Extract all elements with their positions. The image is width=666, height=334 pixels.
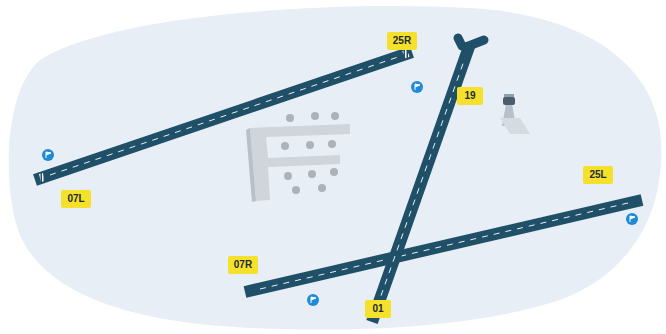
location-marker <box>42 81 638 306</box>
runway-number: 25L <box>589 169 606 181</box>
runway-label: 25L <box>583 166 612 184</box>
runway-label: 01 <box>365 300 391 318</box>
runway-number: 25R <box>393 35 411 47</box>
runway-number: 19 <box>463 90 477 102</box>
terminal-building <box>246 112 350 202</box>
runway-label: 25R <box>387 32 417 50</box>
runway-number: 07L <box>67 193 84 205</box>
airfield-ground <box>9 6 662 330</box>
runway-number: 01 <box>371 303 385 315</box>
runway-number: 07R <box>234 259 252 271</box>
runway <box>35 38 642 322</box>
control-tower <box>500 94 530 134</box>
runway-label: 07L <box>61 190 90 208</box>
runway-label: 07R <box>228 256 258 274</box>
runway-label: 19 <box>457 87 483 105</box>
